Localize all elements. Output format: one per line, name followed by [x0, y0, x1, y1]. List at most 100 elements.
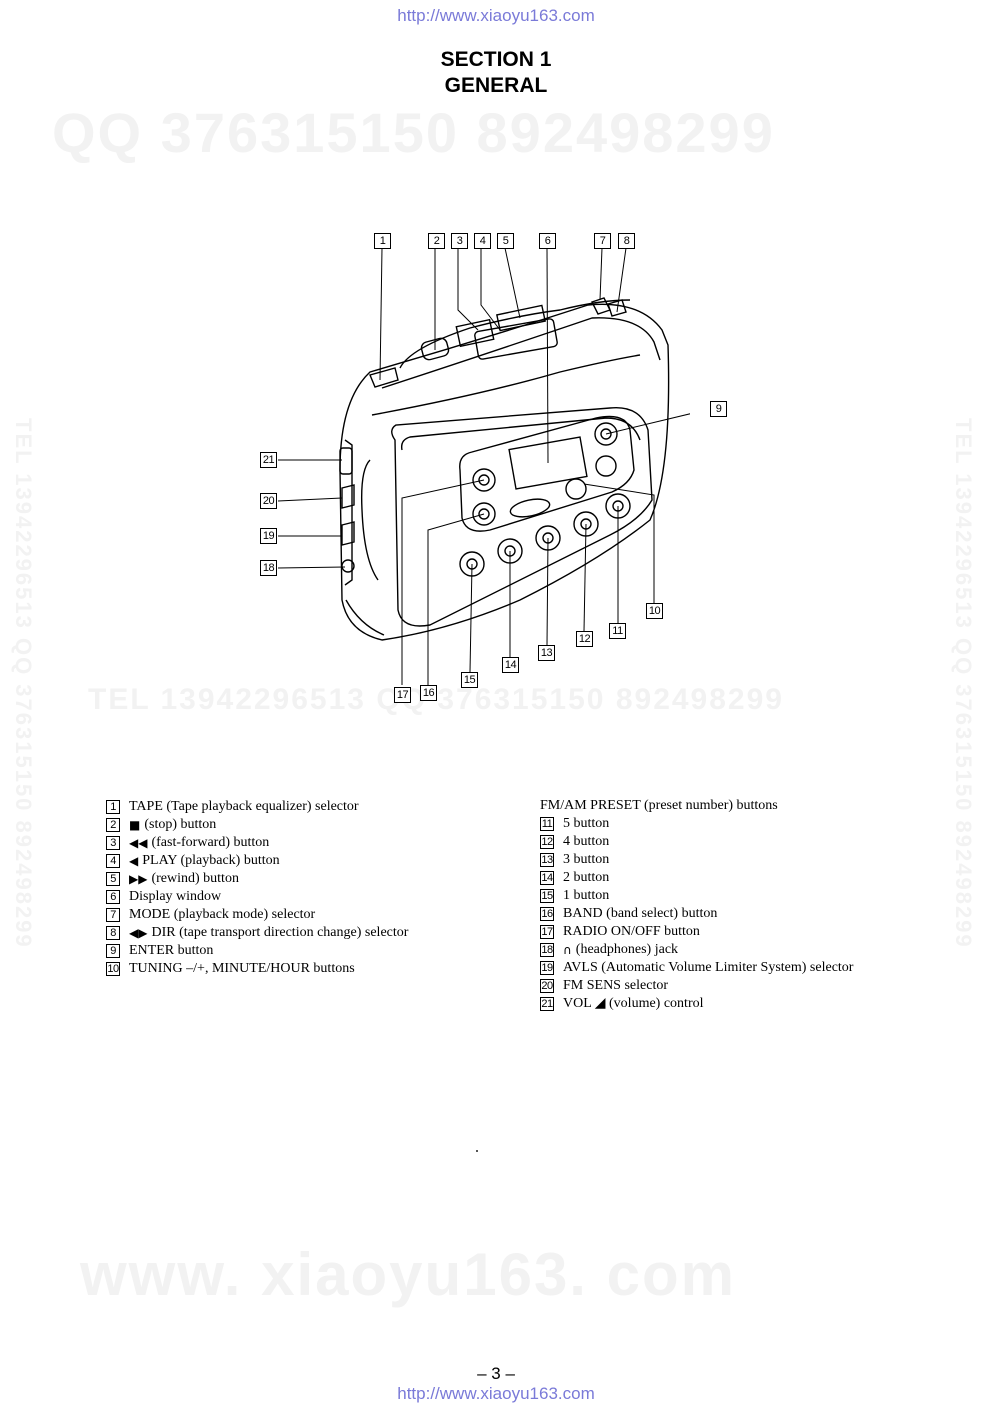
legend-text: 4 button — [563, 834, 610, 849]
legend-item-15: 15 1 button — [540, 887, 853, 905]
legend-text: VOL ◢ (volume) control — [563, 996, 704, 1011]
callout-10: 10 — [646, 603, 663, 619]
legend-text: MODE (playback mode) selector — [129, 907, 316, 922]
player-body — [339, 303, 670, 641]
callout-15: 15 — [461, 672, 478, 688]
cassette-player-diagram — [277, 247, 690, 685]
legend-number: 6 — [106, 890, 120, 904]
legend-text: PLAY (playback) button — [142, 853, 280, 868]
legend-text: (headphones) jack — [575, 942, 679, 957]
legend-item-10: 10 TUNING –/+, MINUTE/HOUR buttons — [106, 960, 408, 978]
legend-symbol: ◀◀ — [129, 836, 148, 850]
callout-21: 21 — [260, 452, 277, 468]
legend-item-7: 7 MODE (playback mode) selector — [106, 906, 408, 924]
callout-5: 5 — [497, 233, 514, 249]
callout-16: 16 — [420, 685, 437, 701]
legend-symbol: ▶▶ — [129, 872, 148, 886]
legend-item-3: 3◀◀(fast-forward) button — [106, 834, 408, 852]
legend-item-14: 14 2 button — [540, 869, 853, 887]
legend-text: ENTER button — [129, 943, 214, 958]
watermark-bottom: www. xiaoyu163. com — [80, 1241, 737, 1308]
legend-symbol: ◀▶ — [129, 926, 148, 940]
legend-item-21: 21 VOL ◢ (volume) control — [540, 995, 853, 1013]
legend-number: 9 — [106, 944, 120, 958]
legend-item-17: 17 RADIO ON/OFF button — [540, 923, 853, 941]
legend-right: FM/AM PRESET (preset number) buttons 11 5… — [540, 797, 853, 1013]
legend-number: 7 — [106, 908, 120, 922]
legend-number: 5 — [106, 872, 120, 886]
legend-text: TAPE (Tape playback equalizer) selector — [129, 799, 359, 814]
watermark-top: QQ 376315150 892498299 — [52, 101, 775, 164]
legend-item-20: 20 FM SENS selector — [540, 977, 853, 995]
legend-item-18: 18∩(headphones) jack — [540, 941, 853, 959]
leader-lines — [277, 247, 690, 685]
callout-13: 13 — [538, 645, 555, 661]
legend-item-6: 6 Display window — [106, 888, 408, 906]
legend-item-9: 9 ENTER button — [106, 942, 408, 960]
callout-20: 20 — [260, 493, 277, 509]
watermark-vertical-right: TEL 13942296513 QQ 376315150 892498299 — [951, 418, 976, 949]
legend-text: 2 button — [563, 870, 610, 885]
legend-text: FM SENS selector — [563, 978, 668, 993]
callout-9: 9 — [710, 401, 727, 417]
legend-number: 10 — [106, 962, 120, 976]
callout-17: 17 — [394, 687, 411, 703]
legend-item-4: 4 ◀PLAY (playback) button — [106, 852, 408, 870]
legend-text: AVLS (Automatic Volume Limiter System) s… — [563, 960, 854, 975]
legend-text: 3 button — [563, 852, 610, 867]
legend-text: 5 button — [563, 816, 610, 831]
front-panel — [459, 415, 635, 577]
legend-text: (stop) button — [144, 817, 217, 832]
callout-4: 4 — [474, 233, 491, 249]
legend-item-2: 2 ■(stop) button — [106, 816, 408, 834]
callout-18: 18 — [260, 560, 277, 576]
legend-number: 17 — [540, 925, 554, 939]
callout-8: 8 — [618, 233, 635, 249]
legend-number: 18 — [540, 943, 554, 957]
callout-11: 11 — [609, 623, 626, 639]
legend-item-13: 13 3 button — [540, 851, 853, 869]
top-controls — [369, 297, 631, 388]
legend-text: TUNING –/+, MINUTE/HOUR buttons — [129, 961, 355, 976]
legend-text: (rewind) button — [151, 871, 239, 886]
legend-number: 16 — [540, 907, 554, 921]
callout-7: 7 — [594, 233, 611, 249]
callout-3: 3 — [451, 233, 468, 249]
legend-number: 15 — [540, 889, 554, 903]
legend-right-heading: FM/AM PRESET (preset number) buttons — [540, 798, 778, 813]
legend-number: 8 — [106, 926, 120, 940]
legend-item-11: 11 5 button — [540, 815, 853, 833]
stray-dot — [476, 1150, 478, 1152]
legend-text: 1 button — [563, 888, 610, 903]
footer-url[interactable]: http://www.xiaoyu163.com — [397, 1384, 595, 1403]
legend-text: (fast-forward) button — [151, 835, 270, 850]
legend-number: 12 — [540, 835, 554, 849]
legend-number: 14 — [540, 871, 554, 885]
callout-2: 2 — [428, 233, 445, 249]
callout-6: 6 — [539, 233, 556, 249]
legend-symbol: ◀ — [129, 854, 139, 868]
legend-text: Display window — [129, 889, 222, 904]
section-subtitle: GENERAL — [444, 74, 548, 97]
page-number: – 3 – — [477, 1364, 515, 1383]
legend-number: 21 — [540, 997, 554, 1011]
side-controls — [339, 447, 355, 573]
watermark-vertical-left: TEL 13942296513 QQ 376315150 892498299 — [11, 418, 36, 949]
legend-text: BAND (band select) button — [563, 906, 718, 921]
legend-number: 2 — [106, 818, 120, 832]
legend-number: 20 — [540, 979, 554, 993]
header-url[interactable]: http://www.xiaoyu163.com — [397, 6, 595, 25]
callout-19: 19 — [260, 528, 277, 544]
legend-number: 11 — [540, 817, 554, 831]
legend-text: RADIO ON/OFF button — [563, 924, 700, 939]
section-title: SECTION 1 — [440, 48, 552, 71]
legend-number: 4 — [106, 854, 120, 868]
legend-item-5: 5 ▶▶(rewind) button — [106, 870, 408, 888]
legend-symbol: ■ — [129, 818, 141, 832]
callout-12: 12 — [576, 631, 593, 647]
legend-item-16: 16 BAND (band select) button — [540, 905, 853, 923]
legend-number: 13 — [540, 853, 554, 867]
legend-item-8: 8 ◀▶DIR (tape transport direction change)… — [106, 924, 408, 942]
legend-text: DIR (tape transport direction change) se… — [151, 925, 409, 940]
